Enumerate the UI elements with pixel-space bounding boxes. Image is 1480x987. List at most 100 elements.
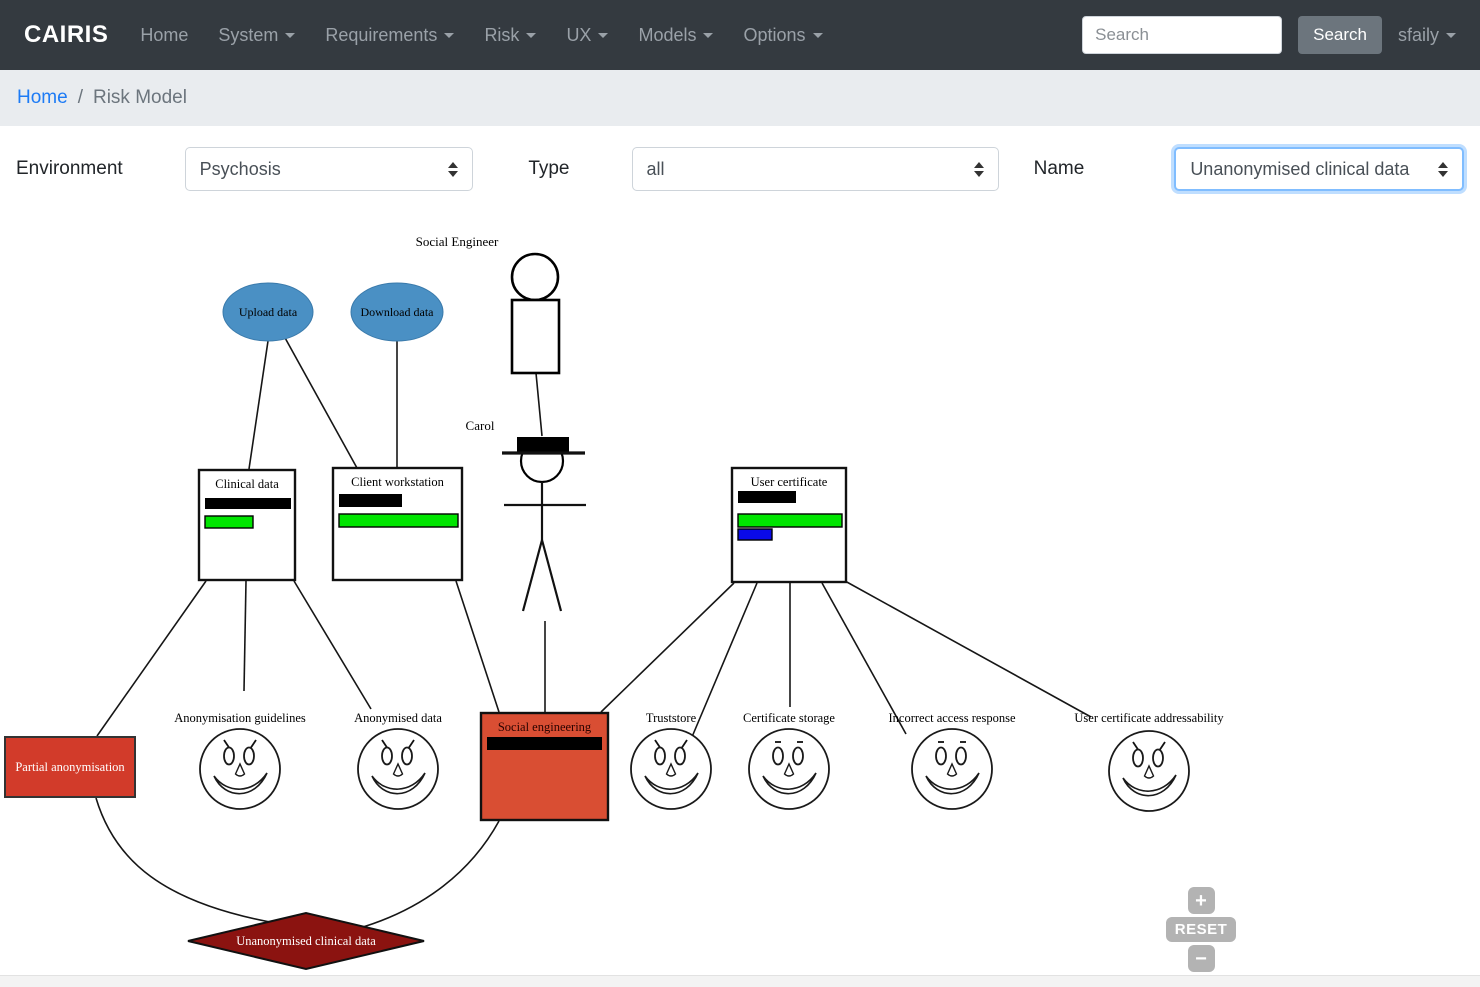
user-certificate-node[interactable]: User certificate [730, 466, 848, 584]
eye [792, 746, 804, 766]
risk-model-svg: Upload data Download data Social EngineerC… [4, 234, 1224, 971]
social-engineering-label: Social engineering [498, 720, 592, 734]
nose [665, 762, 677, 777]
social-engineering-node[interactable]: Social engineering [479, 711, 610, 822]
caret-down-icon [812, 33, 823, 39]
navbar: CAIRIS Home System Requirements Risk UX Model… [0, 0, 1480, 70]
environment-value: Psychosis [199, 158, 281, 179]
environment-select[interactable]: Psychosis [184, 147, 474, 191]
eye [1132, 748, 1144, 768]
attacker-body [510, 298, 561, 375]
figure-line [521, 539, 544, 612]
persona-hat [517, 437, 569, 453]
clinical-data-label: Clinical data [215, 477, 279, 491]
select-arrows-icon [973, 161, 984, 177]
smile [925, 772, 980, 795]
user-certificate-addressability-label: User certificate addressability [1074, 711, 1224, 725]
zoom-controls: + RESET − [1166, 887, 1236, 972]
score-bar [737, 528, 773, 541]
nav-item-risk[interactable]: Risk [484, 25, 537, 46]
search-button[interactable]: Search [1298, 16, 1382, 54]
eye [654, 746, 666, 766]
eye [243, 746, 255, 766]
risk-diamond [187, 911, 425, 971]
filter-bar: Environment Psychosis Type all Name Unan… [0, 126, 1480, 212]
nav-item-requirements[interactable]: Requirements [325, 25, 455, 46]
name-label: Name [1033, 158, 1085, 179]
unanonymised-clinical-data-node[interactable]: Unanonymised clinical data [187, 911, 425, 971]
upload-data-node[interactable]: Upload data [222, 282, 314, 342]
caret-down-icon [444, 33, 455, 39]
zoom-out-button[interactable]: − [1187, 945, 1215, 972]
certificate-storage-node[interactable]: Certificate storage [743, 711, 835, 810]
nav-item-system[interactable]: System [218, 25, 296, 46]
edge-client-workstation-social-engineering [455, 580, 500, 713]
client-workstation-label: Client workstation [351, 475, 444, 489]
response-box [4, 736, 136, 798]
eye [955, 746, 967, 766]
select-arrows-icon [1437, 161, 1448, 177]
eye [674, 746, 686, 766]
smile [762, 772, 817, 795]
name-select[interactable]: Unanonymised clinical data [1174, 147, 1464, 191]
download-data-node[interactable]: Download data [350, 282, 444, 342]
edge-user-certificate-user-certificate-addressability [844, 580, 1092, 718]
name-value: Unanonymised clinical data [1190, 158, 1410, 179]
navbar-right: Search sfaily [1082, 16, 1456, 54]
edge-clinical-data-anonymised-data [293, 580, 372, 710]
footer-strip [0, 975, 1480, 987]
client-workstation-node[interactable]: Client workstation [331, 466, 464, 582]
nav-item-models[interactable]: Models [638, 25, 714, 46]
edge-partial-anonymisation-unanonymised-clinical-data [95, 797, 271, 923]
type-select[interactable]: all [631, 147, 999, 191]
score-bar [738, 491, 796, 503]
eye [401, 746, 413, 766]
nose [946, 762, 958, 777]
truststore-node[interactable]: Truststore [630, 711, 712, 810]
edge-upload-data-client-workstation [283, 335, 358, 469]
edge-social-engineering-user-certificate [600, 582, 735, 713]
username: sfaily [1397, 24, 1439, 45]
search-input[interactable] [1082, 16, 1283, 54]
user-certificate-addressability-node[interactable]: User certificate addressability [1074, 711, 1224, 812]
nose [1143, 764, 1155, 779]
smile [213, 772, 268, 795]
clinical-data-node[interactable]: Clinical data [197, 468, 297, 582]
user-menu[interactable]: sfaily [1398, 25, 1456, 46]
edge-user-certificate-truststore [688, 582, 758, 745]
nav-item-home[interactable]: Home [140, 24, 189, 45]
zoom-reset-button[interactable]: RESET [1166, 917, 1236, 942]
score-bar [737, 513, 843, 528]
nose [783, 762, 795, 777]
caret-down-icon [703, 33, 714, 39]
task-ellipse [350, 282, 444, 342]
score-bar [205, 498, 291, 509]
incorrect-access-response-node[interactable]: Incorrect access response [888, 711, 1016, 810]
zoom-in-button[interactable]: + [1187, 887, 1215, 914]
edge-social-engineer-carol [535, 372, 543, 437]
score-bar [339, 494, 402, 507]
anonymisation-guidelines-node[interactable]: Anonymisation guidelines [174, 711, 306, 810]
breadcrumb-home-link[interactable]: Home [17, 87, 68, 108]
anonymised-data-label: Anonymised data [354, 711, 442, 725]
upload-data-label: Upload data [239, 305, 298, 319]
partial-anonymisation-node[interactable]: Partial anonymisation [4, 736, 136, 798]
carol-node[interactable]: Carol [466, 418, 586, 612]
social-engineer-node[interactable]: Social Engineer [416, 234, 561, 375]
brand-cairis[interactable]: CAIRIS [24, 21, 109, 48]
social-engineer-label: Social Engineer [416, 234, 499, 249]
caret-down-icon [285, 33, 296, 39]
anonymised-data-node[interactable]: Anonymised data [354, 711, 442, 810]
eye [772, 746, 784, 766]
breadcrumb-separator: / [77, 87, 83, 108]
nav-item-ux[interactable]: UX [566, 25, 609, 46]
edge-clinical-data-anonymisation-guidelines [243, 580, 247, 692]
nav-item-options[interactable]: Options [743, 25, 823, 46]
breadcrumb-current: Risk Model [92, 87, 187, 108]
anonymisation-guidelines-label: Anonymisation guidelines [174, 711, 306, 725]
caret-down-icon [526, 33, 537, 39]
smile [644, 772, 699, 795]
type-label: Type [528, 158, 570, 179]
type-value: all [646, 158, 665, 179]
